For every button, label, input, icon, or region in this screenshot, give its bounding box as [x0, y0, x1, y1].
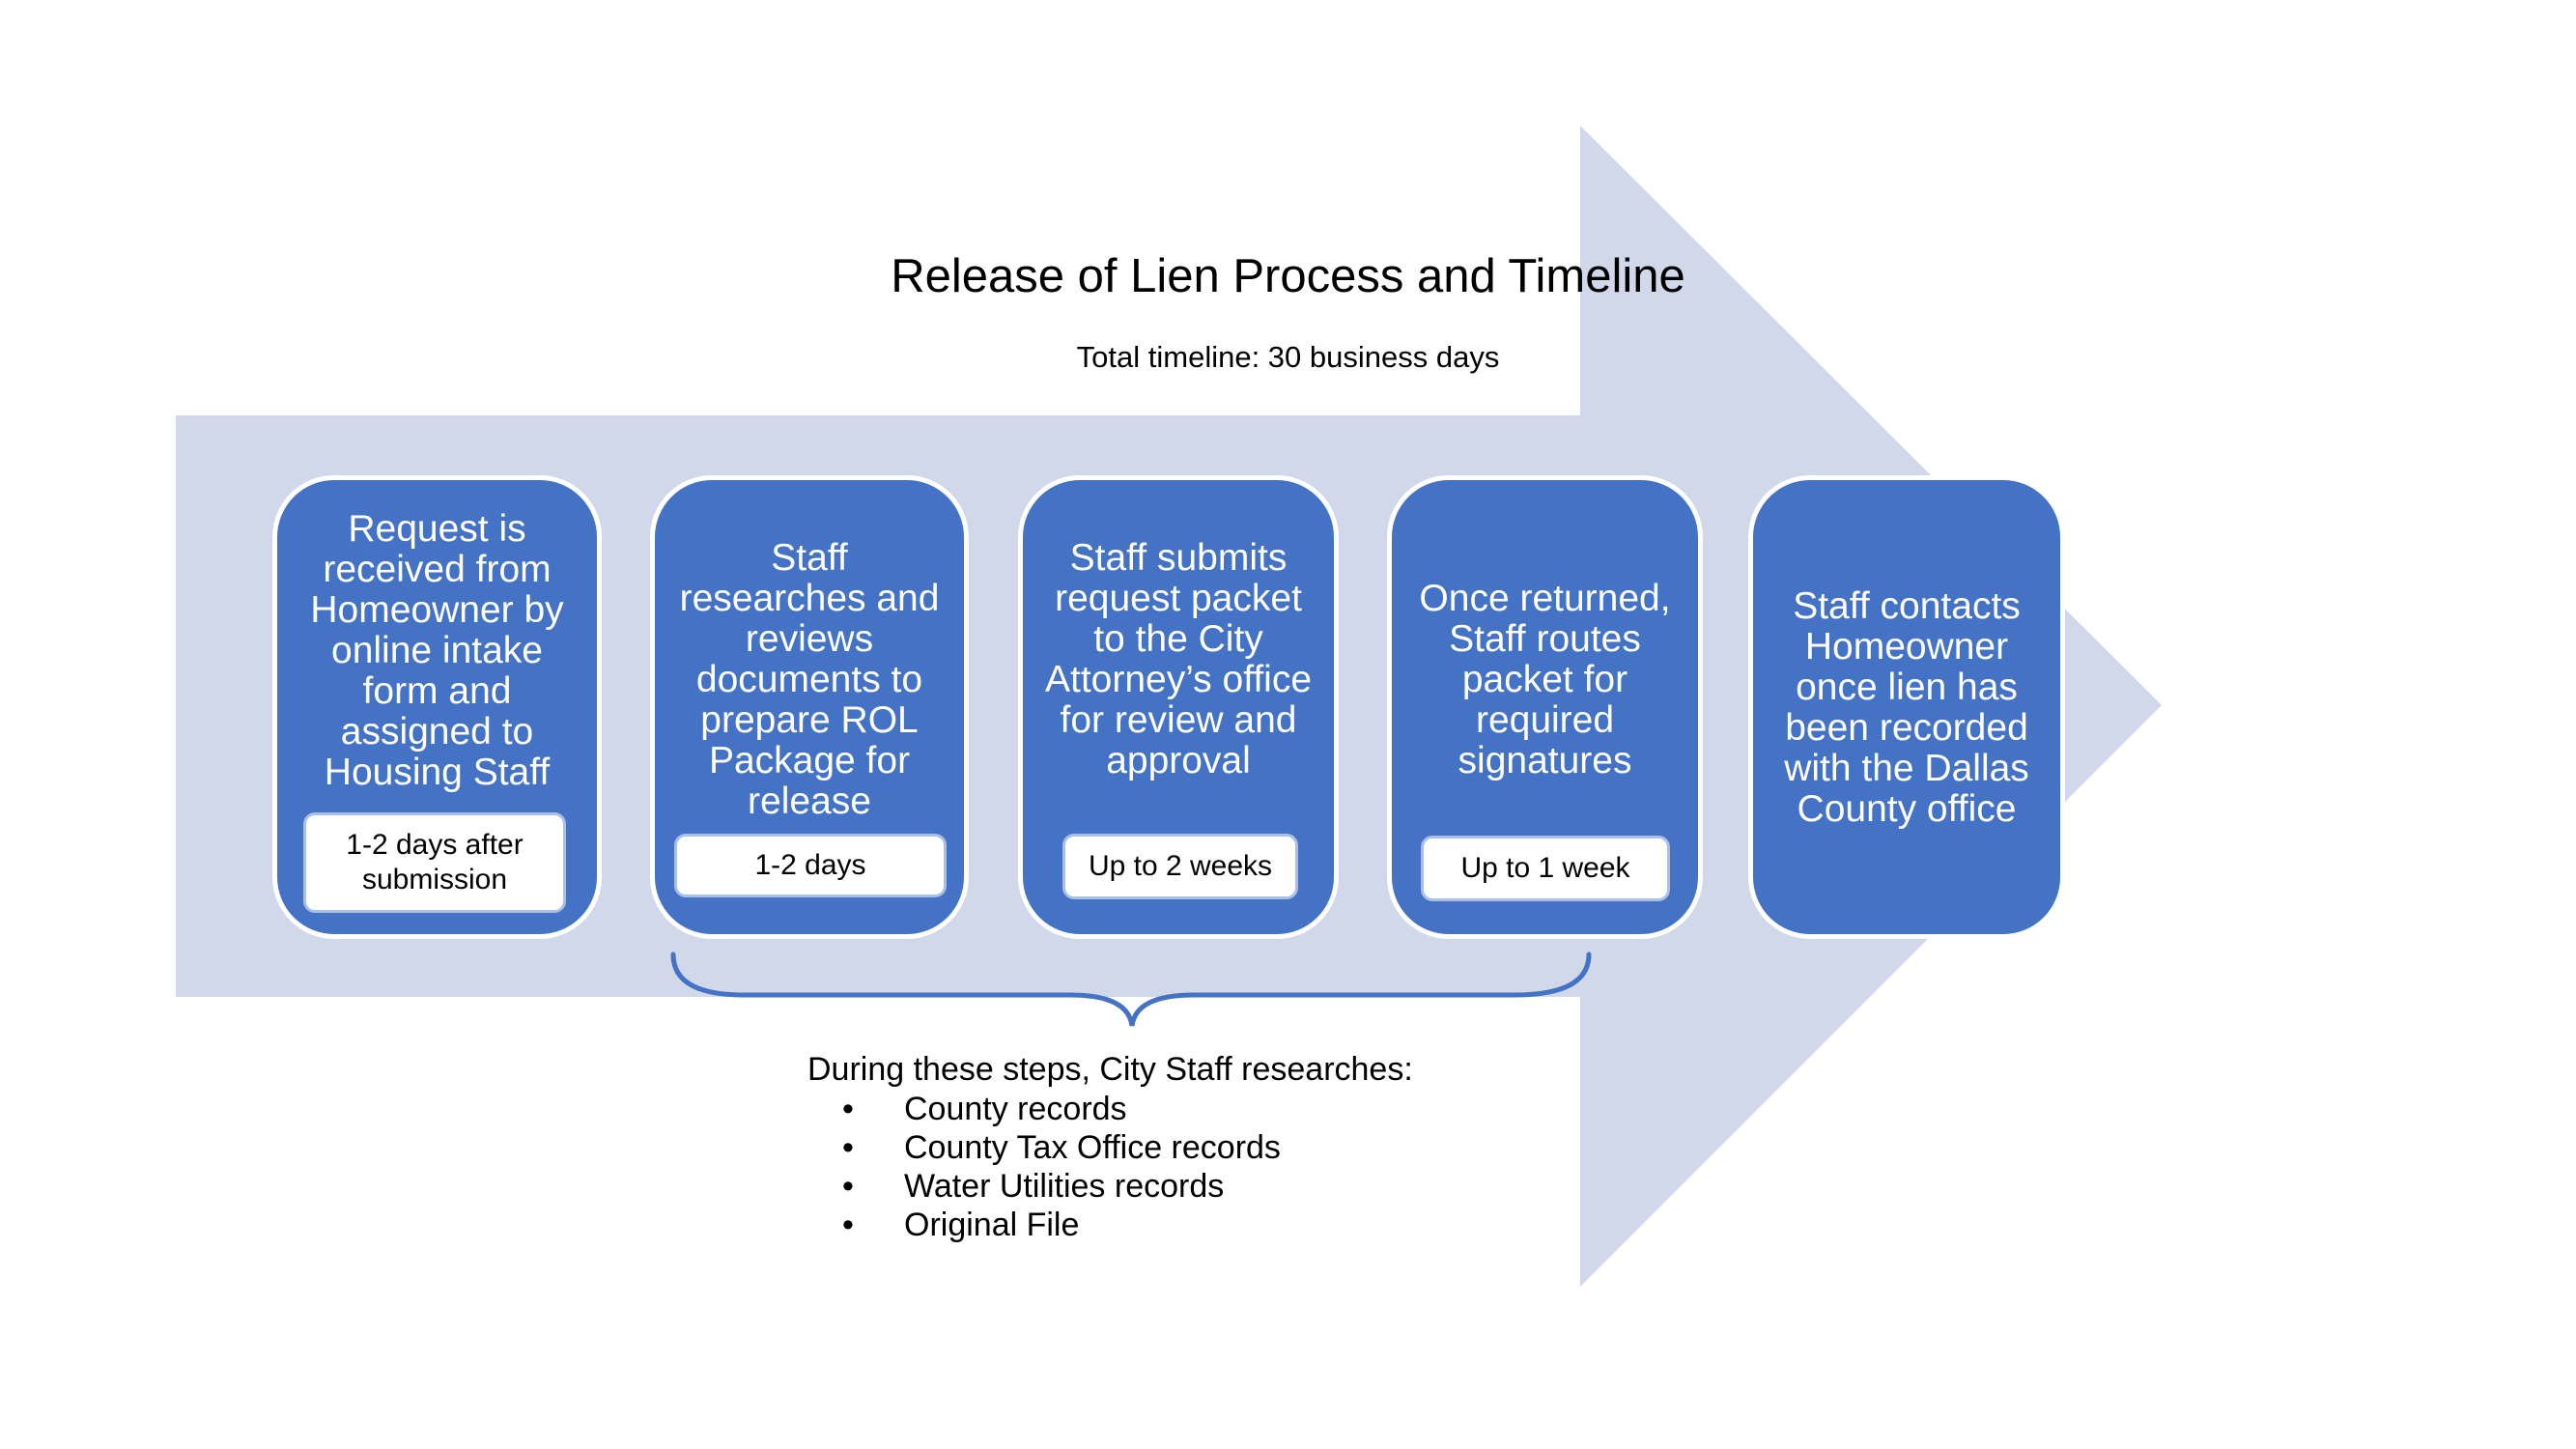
research-list-item: • County records — [842, 1090, 1281, 1128]
step-4-box: Once returned, Staff routes packet for r… — [1387, 475, 1703, 939]
step-1-box: Request is received from Homeowner by on… — [272, 475, 602, 939]
step-4-text: Once returned, Staff routes packet for r… — [1419, 578, 1671, 781]
research-item-label: Original File — [904, 1207, 1080, 1243]
research-list-item: • Original File — [842, 1206, 1281, 1244]
step-1-text: Request is received from Homeowner by on… — [310, 508, 564, 793]
research-item-label: County records — [904, 1091, 1127, 1127]
step-2-text: Staff researches and reviews documents t… — [679, 537, 940, 822]
diagram-title: Release of Lien Process and Timeline — [891, 250, 1685, 302]
step-2-box: Staff researches and reviews documents t… — [650, 475, 969, 939]
bullet-icon: • — [842, 1207, 854, 1243]
step-3-text: Staff submits request packet to the City… — [1044, 537, 1313, 781]
bullet-icon: • — [842, 1168, 854, 1205]
bullet-icon: • — [842, 1091, 854, 1127]
research-list-item: • Water Utilities records — [842, 1167, 1281, 1206]
step-3-box: Staff submits request packet to the City… — [1018, 475, 1339, 939]
step-5-text: Staff contacts Homeowner once lien has b… — [1784, 585, 2029, 830]
brace-curve — [670, 952, 1592, 1027]
diagram-subtitle: Total timeline: 30 business days — [1076, 340, 1500, 374]
research-list: • County records • County Tax Office recor… — [842, 1090, 1281, 1244]
bullet-icon: • — [842, 1129, 854, 1166]
step-3-duration: Up to 2 weeks — [1062, 834, 1298, 899]
research-item-label: Water Utilities records — [904, 1168, 1225, 1205]
step-5-box: Staff contacts Homeowner once lien has b… — [1748, 475, 2065, 939]
research-list-item: • County Tax Office records — [842, 1128, 1281, 1167]
step-1-duration: 1-2 days after submission — [303, 812, 566, 913]
research-note-heading: During these steps, City Staff researche… — [807, 1051, 1413, 1088]
step-4-duration: Up to 1 week — [1421, 836, 1670, 901]
research-item-label: County Tax Office records — [904, 1129, 1281, 1166]
step-2-duration: 1-2 days — [674, 834, 947, 897]
